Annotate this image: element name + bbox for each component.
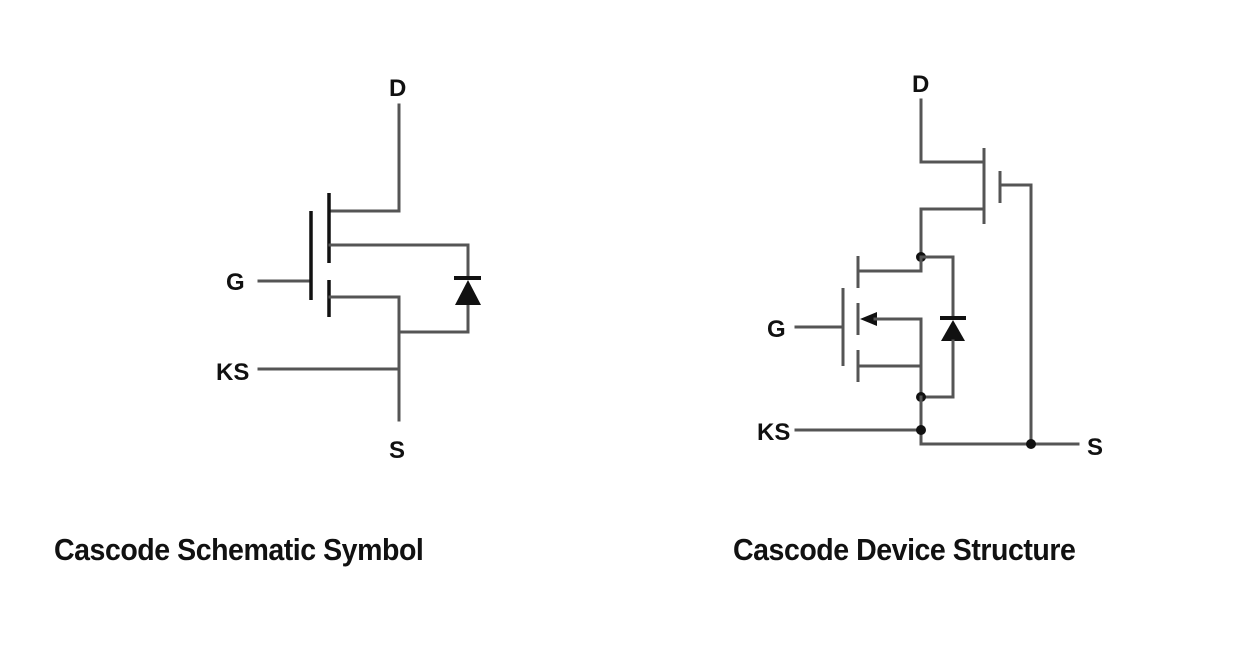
junction-dot [916,425,926,435]
pin-label-drain: D [389,75,406,102]
pin-label-kelvin-source: KS [216,359,249,386]
caption-schematic-symbol: Cascode Schematic Symbol [54,532,424,567]
arrow-icon [860,312,877,326]
diode-icon [455,280,481,305]
source-net-wire [919,395,1080,446]
pin-label-drain: D [912,71,929,98]
caption-device-structure: Cascode Device Structure [733,532,1076,567]
body-wire [328,243,470,277]
pin-label-source: S [1087,434,1103,461]
mosfet-body-wire [873,317,923,399]
hemt-drain-wire [919,98,986,164]
device-structure: D G KS S [757,71,1103,461]
schematic-symbol: D G KS S [216,75,481,464]
diode-cathode-wire [919,255,955,320]
pin-label-gate: G [767,316,786,343]
hemt-gate-wire [998,183,1033,446]
diode-anode-wire [919,339,955,399]
pin-label-kelvin-source: KS [757,419,790,446]
diode-icon [941,320,965,341]
source-wire [328,295,401,422]
pin-label-gate: G [226,269,245,296]
pin-label-source: S [389,437,405,464]
hemt-source-wire [919,207,986,259]
junction-dot [1026,439,1036,449]
mosfet-drain-wire [856,255,923,273]
diode-return-wire [397,300,470,334]
drain-wire [328,103,401,213]
